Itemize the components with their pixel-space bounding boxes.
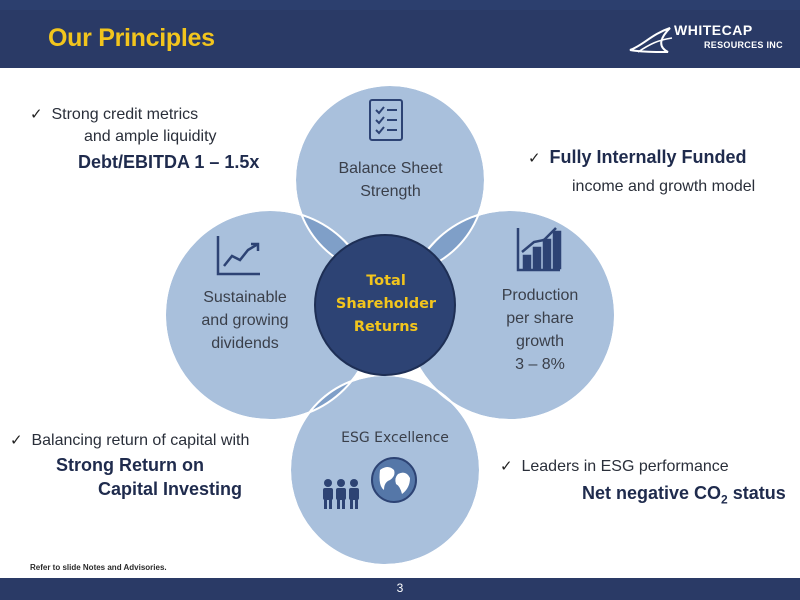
label-esg: ESG Excellence: [341, 430, 449, 446]
check-icon: ✓: [30, 106, 43, 123]
center-circle: [314, 234, 456, 376]
logo-subname: RESOURCES INC: [704, 40, 783, 50]
wave-icon: [629, 27, 673, 53]
slide-title: Our Principles: [48, 24, 215, 52]
checklist-icon: [369, 99, 403, 141]
bar-growth-icon: [516, 227, 562, 272]
top-accent-bar: [0, 0, 800, 10]
logo-name: WHITECAP: [674, 22, 753, 38]
check-icon: ✓: [528, 150, 541, 167]
check-icon: ✓: [500, 458, 513, 475]
note-top-left: ✓ Strong credit metrics and ample liquid…: [30, 106, 260, 172]
label-production-growth: Production per share growth 3 – 8%: [501, 287, 579, 373]
company-logo: WHITECAP RESOURCES INC: [628, 16, 788, 62]
label-dividends: Sustainable and growing dividends: [201, 289, 289, 352]
footer-disclaimer: Refer to slide Notes and Advisories.: [30, 563, 167, 572]
co2-status: Net negative CO2 status: [582, 483, 786, 507]
check-icon: ✓: [10, 432, 23, 449]
center-label: Total Shareholder Returns: [335, 273, 437, 335]
trend-chart-icon: [216, 236, 260, 276]
label-balance-sheet: Balance Sheet Strength: [338, 160, 443, 200]
people-globe-icon: [323, 457, 417, 509]
page-number: 3: [396, 581, 404, 595]
note-top-right: ✓ Fully Internally Funded income and gro…: [528, 147, 756, 195]
note-bottom-left: ✓ Balancing return of capital with Stron…: [10, 432, 250, 499]
note-bottom-right: ✓ Leaders in ESG performance Net negativ…: [500, 456, 786, 511]
slide-footer: [0, 578, 800, 600]
